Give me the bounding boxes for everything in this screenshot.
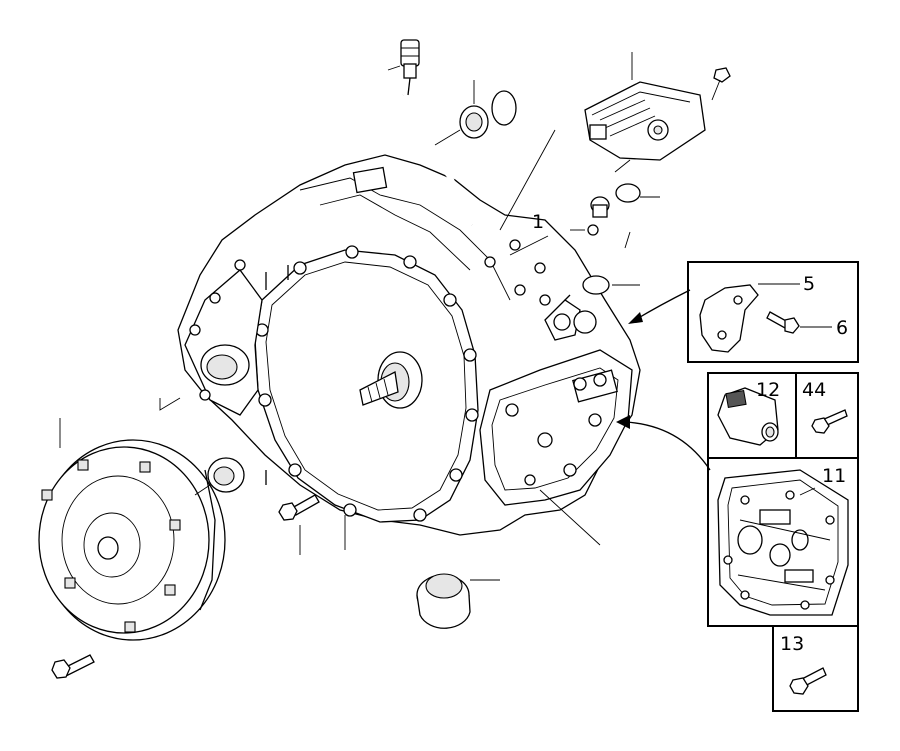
converter-bolt [51,654,95,679]
torque-converter [38,439,226,641]
input-shaft [359,351,423,409]
detail-arrows [616,289,711,471]
detail-box-bolt [772,625,859,712]
control-module [584,52,731,173]
plug-and-seal [570,183,660,295]
leader-lines [59,65,631,550]
detail-box-solenoid [707,372,859,459]
converter-seal [194,457,245,496]
callout-6: 6 [836,317,848,339]
top-seal-ring [434,80,517,146]
bell-bolt-bosses [255,245,479,522]
callout-1: 1 [532,211,544,233]
housing-bolt [278,494,320,555]
callout-12: 12 [756,379,780,401]
callout-11: 11 [822,465,846,487]
transmission-housing [177,39,641,536]
detail-box-valve-body [707,457,859,627]
callout-44: 44 [802,379,826,401]
callout-13: 13 [780,633,804,655]
detail-box-bracket [687,261,859,363]
axle-seal [416,573,500,629]
callout-5: 5 [803,273,815,295]
